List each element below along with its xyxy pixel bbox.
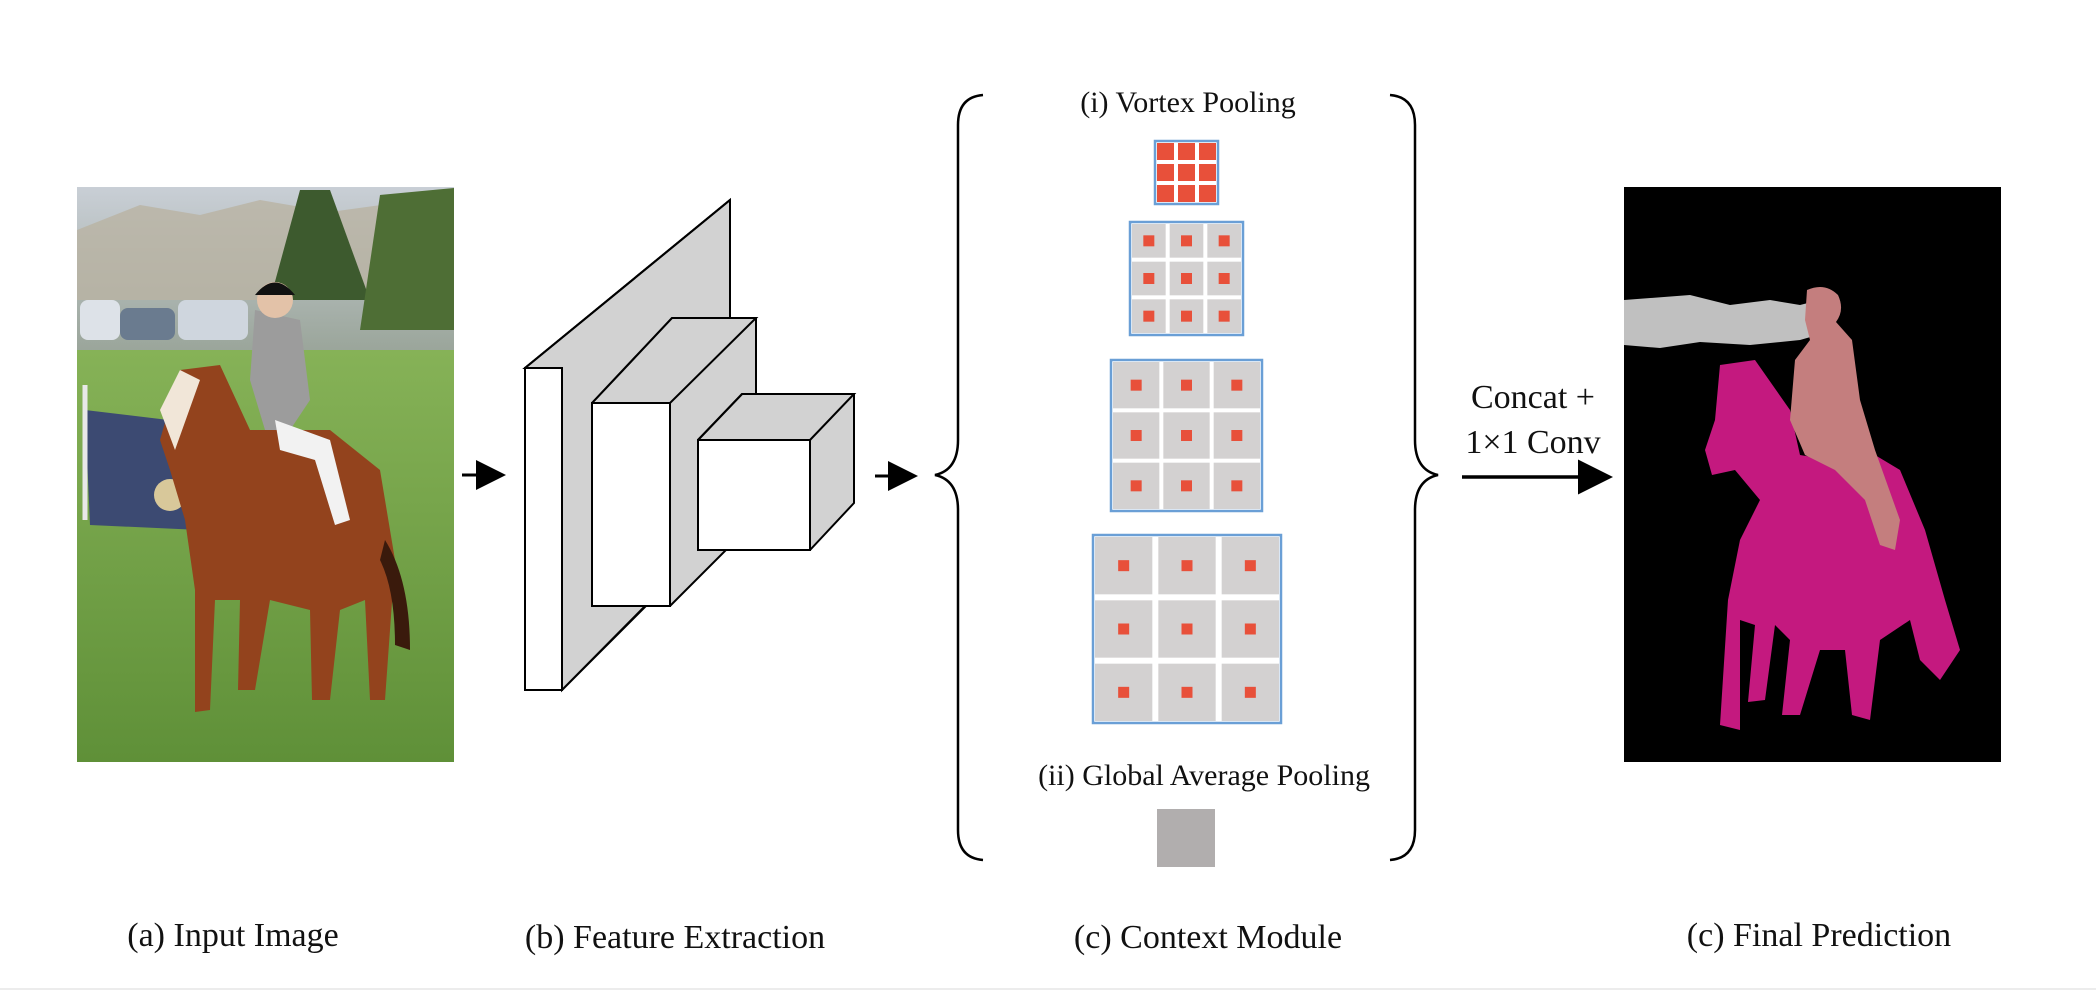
right-brace <box>1389 93 1439 862</box>
vortex-grid-2-dot <box>1143 273 1155 284</box>
vortex-grid-2-dot <box>1181 310 1192 322</box>
vortex-grid-1-cell <box>1199 143 1216 160</box>
vortex-grid-1-cell <box>1178 164 1195 181</box>
mask-region-horse <box>1705 360 1960 730</box>
vortex-grid-4-dot <box>1181 560 1193 572</box>
vortex-grid-3-dot <box>1181 480 1192 492</box>
vortex-grid-1-cell <box>1178 143 1195 160</box>
vortex-grid-4-dot <box>1244 623 1256 635</box>
vortex-grid-1-cell <box>1199 164 1216 181</box>
vortex-pooling-grids <box>1091 139 1283 725</box>
vortex-grid-2-dot <box>1218 273 1230 284</box>
caption-input-image: (a) Input Image <box>127 917 338 954</box>
vortex-grid-3-dot <box>1130 430 1142 441</box>
vortex-grid-3-dot <box>1130 480 1142 492</box>
caption-context-module: (c) Context Module <box>1074 919 1342 956</box>
vortex-grid-2-dot <box>1218 310 1230 322</box>
concat-label: Concat + <box>1471 379 1595 416</box>
vortex-grid-1-cell <box>1157 143 1174 160</box>
caption-feature-extraction: (b) Feature Extraction <box>525 919 825 956</box>
vortex-grid-4-dot <box>1118 560 1130 572</box>
caption-final-prediction: (c) Final Prediction <box>1687 917 1951 954</box>
global-average-pooling-block <box>1157 809 1215 867</box>
vortex-grid-4-dot <box>1118 623 1130 635</box>
vortex-grid-4-dot <box>1181 686 1193 698</box>
vortex-pooling-label: (i) Vortex Pooling <box>1080 86 1296 119</box>
mask-region-background <box>1624 295 1835 348</box>
vortex-grid-1-cell <box>1157 185 1174 202</box>
mask-region-rider <box>1790 286 1900 550</box>
vortex-grid-1-cell <box>1178 185 1195 202</box>
left-brace <box>934 93 984 862</box>
vortex-grid-3-dot <box>1231 379 1243 391</box>
vortex-grid-4-dot <box>1118 686 1130 698</box>
input-image <box>77 187 454 762</box>
vortex-grid-1-cell <box>1157 164 1174 181</box>
vortex-grid-3-dot <box>1181 379 1192 391</box>
vortex-grid-4-dot <box>1244 560 1256 572</box>
vortex-grid-3-dot <box>1231 430 1243 441</box>
vortex-grid-2-dot <box>1181 273 1192 284</box>
global-average-pooling-label: (ii) Global Average Pooling <box>1038 759 1370 792</box>
vortex-grid-2-dot <box>1143 235 1155 247</box>
conv-label: 1×1 Conv <box>1465 424 1600 461</box>
vortex-grid-3-dot <box>1181 430 1192 441</box>
vortex-grid-2-dot <box>1218 235 1230 247</box>
vortex-grid-3-dot <box>1231 480 1243 492</box>
vortex-grid-3-dot <box>1130 379 1142 391</box>
prediction-mask <box>1624 187 2001 762</box>
vortex-grid-2-dot <box>1181 235 1192 247</box>
vortex-grid-4-dot <box>1244 686 1256 698</box>
feature-extraction-blocks <box>522 197 857 693</box>
vortex-grid-1-cell <box>1199 185 1216 202</box>
vortex-grid-4-dot <box>1181 623 1193 635</box>
bottom-border <box>0 988 2096 990</box>
vortex-grid-2-dot <box>1143 310 1155 322</box>
